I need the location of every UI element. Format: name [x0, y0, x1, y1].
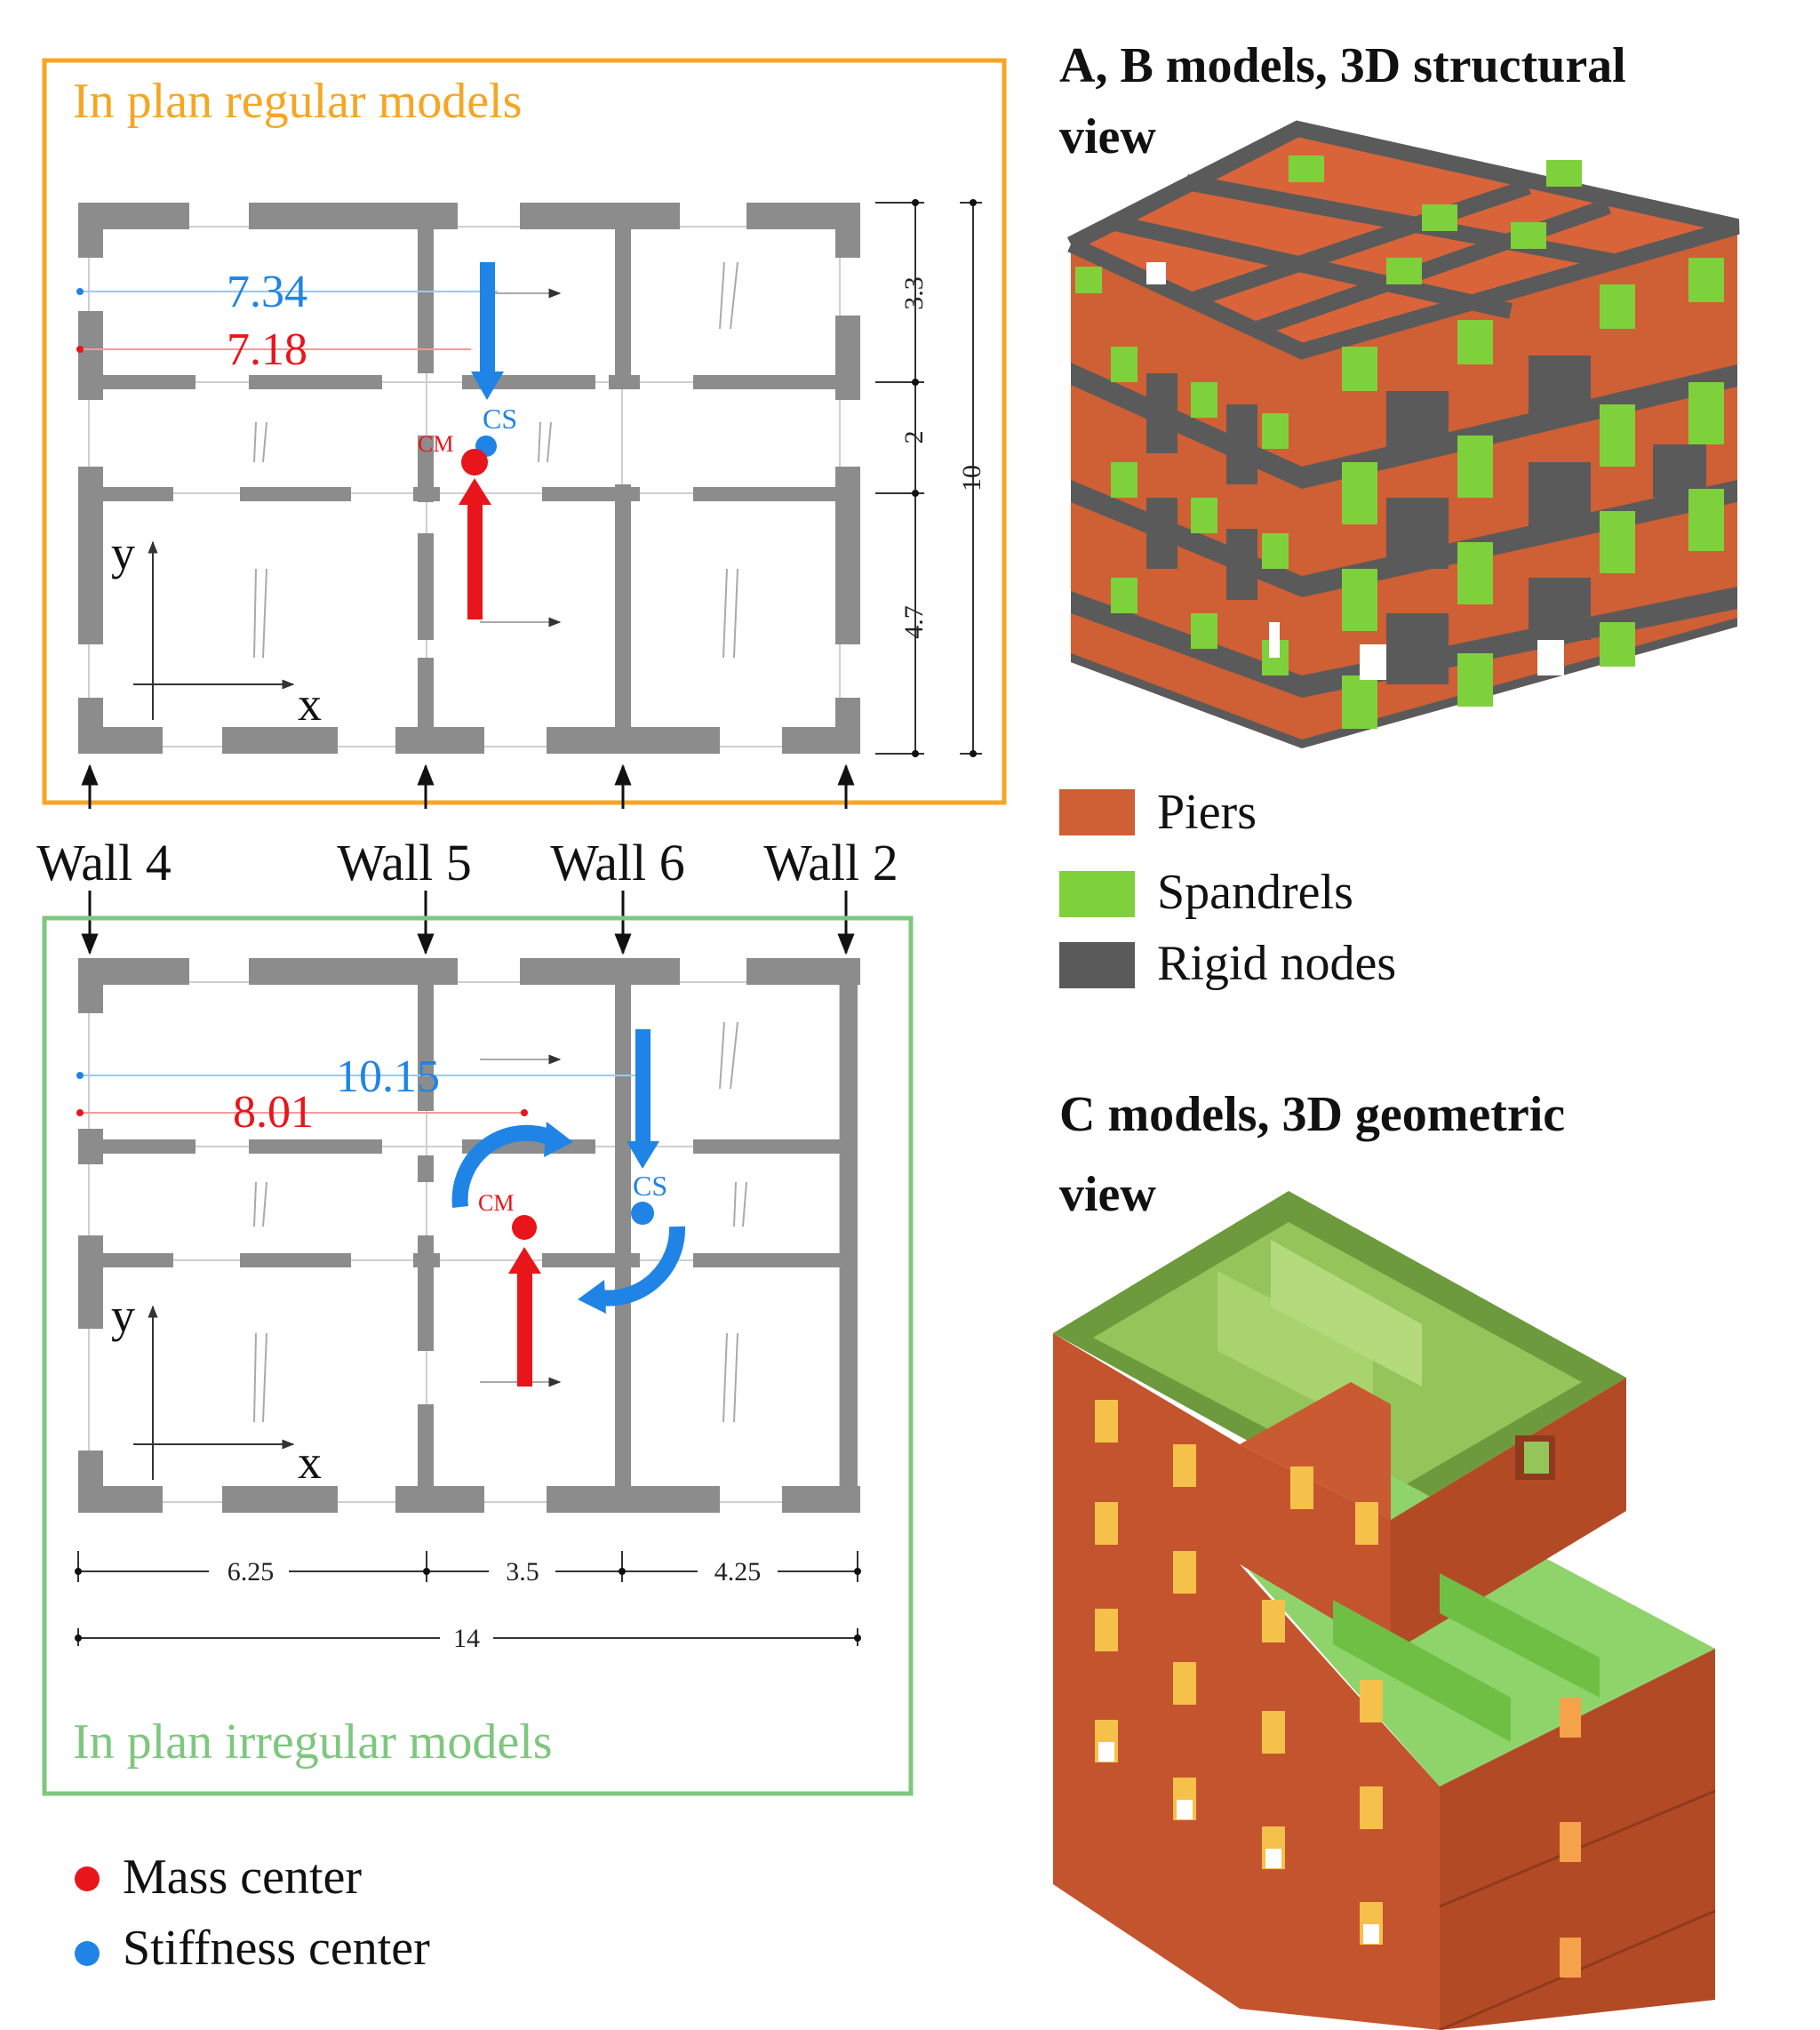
irregular-mass-arrow	[508, 1247, 541, 1387]
c-geometric-model	[1053, 1191, 1716, 2030]
regular-frame	[42, 58, 1007, 805]
irregular-plan-title: In plan irregular models	[73, 1714, 553, 1770]
regular-mass-center-dot	[461, 449, 488, 476]
ab-view-title-line1: A, B models, 3D structural	[1059, 38, 1626, 93]
irregular-dim-4-25: 4.25	[714, 1557, 762, 1586]
regular-dimensions	[875, 199, 982, 757]
c-view-title-line1: C models, 3D geometric	[1059, 1087, 1565, 1142]
irregular-dist-red: 8.01	[233, 1087, 314, 1138]
regular-x-axis-label: x	[298, 677, 322, 731]
regular-y-axis-label: y	[111, 526, 135, 579]
regular-stiffness-arrow	[471, 262, 504, 400]
wall-labels: Wall 4 Wall 5 Wall 6 Wall 2	[36, 763, 898, 955]
regular-dim-3-3: 3.3	[899, 276, 929, 310]
regular-dim-4-7: 4.7	[899, 605, 929, 639]
irregular-dim-3-5: 3.5	[506, 1557, 539, 1586]
irregular-frame	[42, 915, 914, 1796]
wall-6-label: Wall 6	[550, 834, 685, 891]
ab-view-title-line2: view	[1059, 109, 1156, 164]
regular-dim-2: 2	[899, 431, 929, 444]
irregular-stiffness-arrow	[627, 1029, 659, 1169]
wall-2-label: Wall 2	[763, 834, 898, 891]
regular-dist-red: 7.18	[227, 324, 307, 375]
irregular-floor-plan	[78, 958, 860, 1513]
c-view-title-line2: view	[1059, 1167, 1156, 1222]
regular-axes: y x	[111, 526, 322, 731]
irregular-plan-panel: In plan irregular models	[42, 915, 914, 1796]
irregular-cm-label: CM	[478, 1190, 514, 1216]
piers-swatch	[1059, 789, 1135, 835]
mass-center-legend-label: Mass center	[123, 1850, 362, 1905]
irregular-cs-label: CS	[633, 1170, 667, 1202]
elements-legend: Piers Spandrels Rigid nodes	[1059, 785, 1396, 991]
irregular-mass-center-dot	[512, 1215, 537, 1240]
wall-5-label: Wall 5	[337, 834, 472, 891]
spandrels-swatch	[1059, 871, 1135, 917]
irregular-stiffness-center-dot	[631, 1202, 654, 1225]
stiffness-center-legend-dot	[75, 1941, 100, 1966]
regular-cm-label: CM	[418, 431, 453, 457]
regular-dim-10: 10	[957, 465, 986, 492]
regular-plan-panel: In plan regular models	[42, 58, 1007, 805]
spandrels-label: Spandrels	[1157, 865, 1353, 920]
stiffness-center-legend-label: Stiffness center	[123, 1921, 430, 1976]
ab-structural-model	[1066, 120, 1740, 748]
wall-4-label: Wall 4	[36, 834, 172, 891]
regular-floor-plan	[78, 203, 860, 754]
centers-legend: Mass center Stiffness center	[75, 1850, 430, 1976]
regular-mass-arrow	[459, 478, 491, 619]
irregular-y-axis-label: y	[111, 1289, 135, 1342]
regular-cs-label: CS	[483, 403, 517, 435]
irregular-dist-blue: 10.15	[336, 1051, 440, 1102]
irregular-x-axis-label: x	[298, 1435, 322, 1489]
piers-label: Piers	[1157, 785, 1257, 840]
irregular-dim-6-25: 6.25	[228, 1557, 275, 1586]
irregular-axes: y x	[111, 1289, 322, 1489]
irregular-dim-14: 14	[453, 1624, 480, 1653]
mass-center-legend-dot	[75, 1866, 100, 1891]
rotation-arrows	[451, 1122, 686, 1314]
rigid-nodes-label: Rigid nodes	[1157, 936, 1396, 991]
regular-plan-title: In plan regular models	[73, 74, 522, 129]
rigid-nodes-swatch	[1059, 942, 1135, 988]
regular-dist-blue: 7.34	[227, 267, 307, 317]
